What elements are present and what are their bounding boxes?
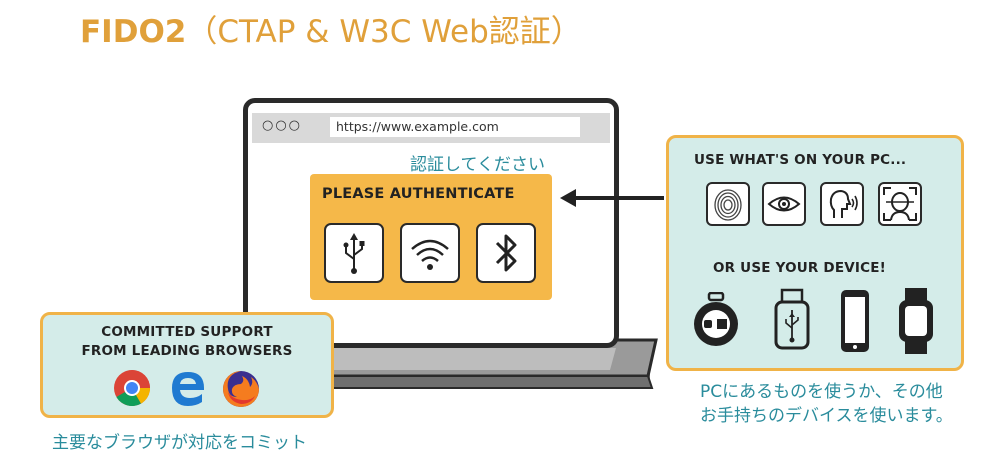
pc-options-heading: USE WHAT'S ON YOUR PC... xyxy=(694,152,907,168)
right-caption: PCにあるものを使うか、その他 お手持ちのデバイスを使います。 xyxy=(700,380,953,428)
auth-jp-label: 認証してください xyxy=(410,155,545,175)
usb-icon[interactable] xyxy=(324,223,384,283)
nfc-key-icon xyxy=(690,291,742,352)
browser-support-line2: FROM LEADING BROWSERS xyxy=(81,343,293,359)
window-dots-icon: ○○○ xyxy=(262,118,303,133)
arrow-left-icon xyxy=(560,189,664,207)
watch-icon xyxy=(896,286,936,360)
right-caption-line1: PCにあるものを使うか、その他 xyxy=(700,382,943,402)
face-icon xyxy=(878,182,922,226)
bluetooth-icon[interactable] xyxy=(476,223,536,283)
firefox-icon xyxy=(220,368,262,414)
browser-support-line1: COMMITTED SUPPORT xyxy=(101,324,273,340)
phone-icon xyxy=(838,288,872,358)
edge-icon xyxy=(168,366,208,412)
title-bold: FIDO2 xyxy=(80,14,187,50)
url-bar[interactable]: https://www.example.com xyxy=(330,117,580,137)
right-caption-line2: お手持ちのデバイスを使います。 xyxy=(700,406,953,426)
device-options-heading: OR USE YOUR DEVICE! xyxy=(713,260,886,276)
title-subtitle: （CTAP & W3C Web認証） xyxy=(186,14,582,50)
chrome-icon xyxy=(112,368,152,412)
voice-icon xyxy=(820,182,864,226)
fingerprint-icon xyxy=(706,182,750,226)
browser-support-panel xyxy=(40,312,334,418)
auth-heading: PLEASE AUTHENTICATE xyxy=(322,186,515,202)
page-title: FIDO2（CTAP & W3C Web認証） xyxy=(80,6,582,51)
left-caption: 主要なブラウザが対応をコミット xyxy=(52,433,307,453)
nfc-wireless-icon[interactable] xyxy=(400,223,460,283)
eye-icon xyxy=(762,182,806,226)
usb-key-icon xyxy=(772,288,812,356)
